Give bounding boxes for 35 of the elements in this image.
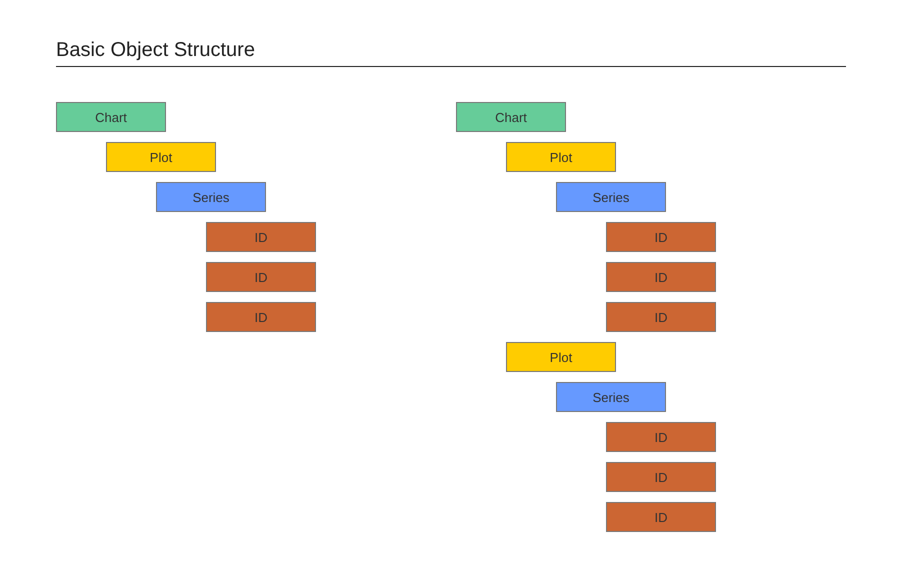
node-label: ID [654, 310, 668, 324]
id-box [606, 502, 716, 532]
id-box [606, 262, 716, 292]
node-label: ID [254, 310, 268, 324]
node-label: ID [254, 230, 268, 244]
node-label: ID [654, 430, 668, 444]
node-label: ID [654, 510, 668, 524]
plot-box [506, 342, 616, 372]
series-box [156, 182, 266, 212]
node-label: Series [592, 190, 630, 204]
diagram-title: Basic Object Structure [56, 39, 255, 62]
node-label: Series [192, 190, 230, 204]
node-label: ID [254, 270, 268, 284]
node-label: ID [654, 230, 668, 244]
node-label: Plot [550, 350, 572, 364]
node-label: ID [654, 270, 668, 284]
node-label: Chart [495, 110, 527, 124]
id-box [206, 302, 316, 332]
id-box [606, 222, 716, 252]
series-box [556, 182, 666, 212]
node-label: Plot [150, 150, 172, 164]
id-box [206, 222, 316, 252]
plot-box [106, 142, 216, 172]
id-box [606, 302, 716, 332]
chart-box [56, 102, 166, 132]
series-box [556, 382, 666, 412]
id-box [606, 422, 716, 452]
node-label: ID [654, 470, 668, 484]
node-label: Plot [550, 150, 572, 164]
id-box [206, 262, 316, 292]
node-label: Chart [95, 110, 127, 124]
node-label: Series [592, 390, 630, 404]
id-box [606, 462, 716, 492]
chart-box [456, 102, 566, 132]
plot-box [506, 142, 616, 172]
